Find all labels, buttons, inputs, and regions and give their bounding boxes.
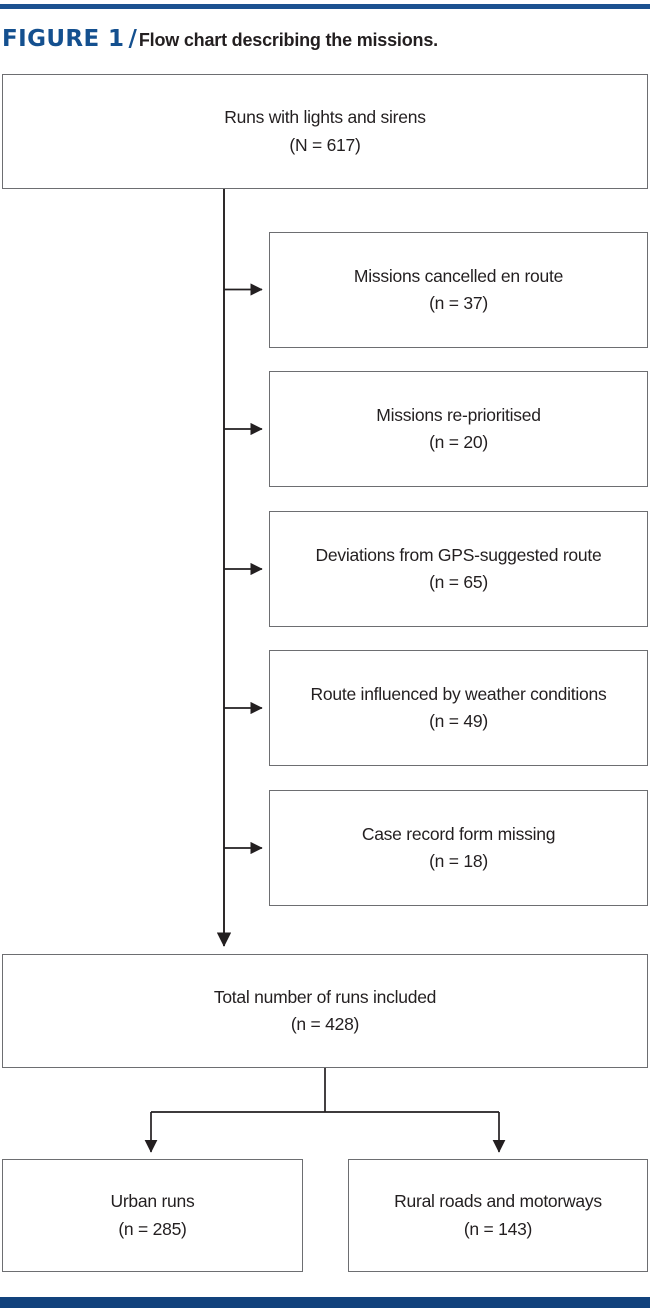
flow-node-title: Total number of runs included [213,986,437,1007]
flow-node-count: (n = 18) [429,851,488,871]
flow-node-count: (n = 428) [290,1014,360,1034]
flow-node-title: Route influenced by weather conditions [310,683,607,704]
flow-node-excluded-reprioritised: Missions re-prioritised (n = 20) [269,371,648,487]
flow-node-excluded-gps-deviation: Deviations from GPS-suggested route (n =… [269,511,648,627]
figure-caption-text: Flow chart describing the missions. [138,30,438,50]
flow-node-count: (n = 143) [463,1218,533,1239]
flow-node-total-included: Total number of runs included (n = 428) [2,954,648,1068]
flow-node-title: Missions cancelled en route [353,265,564,286]
flow-node-excluded-cancelled: Missions cancelled en route (n = 37) [269,232,648,348]
flow-node-excluded-weather: Route influenced by weather conditions (… [269,650,648,766]
figure-caption: FIGURE 1/Flow chart describing the missi… [2,22,648,56]
bottom-rule-divider [0,1297,650,1308]
figure-label: FIGURE 1 [2,26,125,52]
flow-node-count: (n = 285) [118,1218,187,1239]
flow-node-title: Missions re-prioritised [376,404,541,425]
top-rule-divider [0,4,650,9]
flow-node-count: (N = 617) [289,134,361,155]
flow-node-count: (n = 20) [429,432,488,452]
figure-caption-separator: / [128,26,137,52]
flow-node-title: Deviations from GPS-suggested route [315,544,602,565]
flow-node-source: Runs with lights and sirens (N = 617) [2,74,648,189]
flow-node-title: Runs with lights and sirens [224,107,426,128]
flow-node-count: (n = 37) [429,293,488,313]
flow-node-excluded-missing-crf: Case record form missing (n = 18) [269,790,648,906]
flow-node-title: Urban runs [110,1191,195,1212]
flow-node-count: (n = 49) [429,711,488,731]
flow-node-title: Rural roads and motorways [394,1191,602,1212]
flow-node-urban-runs: Urban runs (n = 285) [2,1159,303,1272]
flow-node-count: (n = 65) [429,572,488,592]
flow-node-rural-motorways: Rural roads and motorways (n = 143) [348,1159,648,1272]
flow-node-title: Case record form missing [361,823,556,844]
